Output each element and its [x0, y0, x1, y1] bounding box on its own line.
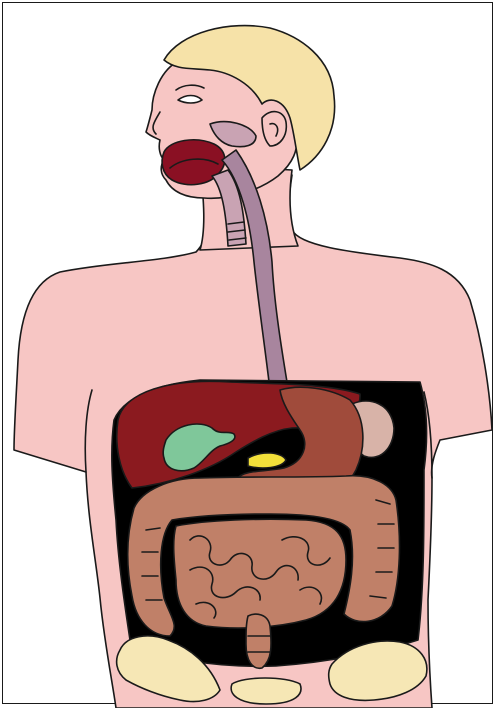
pancreas	[248, 453, 286, 468]
pubic-bone	[231, 678, 301, 704]
rectum	[246, 614, 271, 668]
